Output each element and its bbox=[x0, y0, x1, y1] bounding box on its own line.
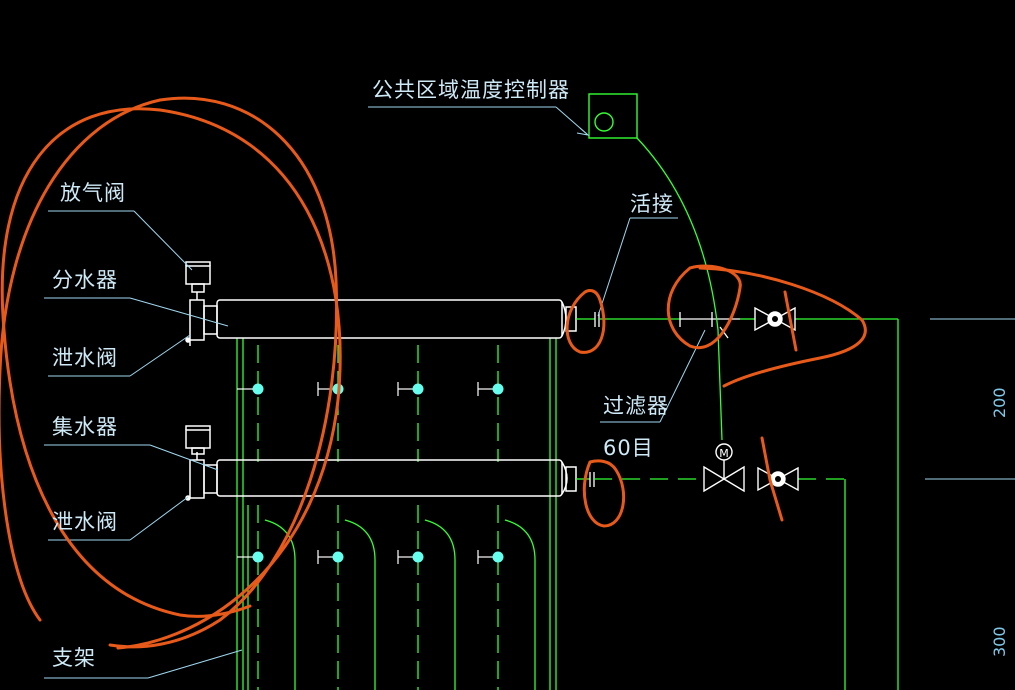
leader-lines bbox=[44, 106, 706, 679]
air-valve-label: 放气阀 bbox=[60, 181, 126, 205]
return-ball-valve bbox=[757, 466, 799, 492]
loop-nodes-upper bbox=[237, 382, 504, 396]
temperature-controller bbox=[588, 93, 723, 441]
return-manifold-label: 集水器 bbox=[52, 415, 118, 439]
union-label: 活接 bbox=[630, 192, 674, 216]
filter-label: 过滤器 bbox=[603, 394, 669, 418]
motor-label: M bbox=[719, 447, 729, 460]
return-manifold bbox=[185, 425, 577, 501]
supply-ball-valve bbox=[754, 306, 796, 332]
supply-manifold-label: 分水器 bbox=[52, 268, 118, 292]
drain-valve-bottom-label: 泄水阀 bbox=[52, 510, 118, 534]
motorized-valve: M bbox=[703, 443, 745, 493]
orange-annotations bbox=[0, 96, 867, 650]
drain-valve-top-label: 泄水阀 bbox=[52, 346, 118, 370]
temp-controller-label: 公共区域温度控制器 bbox=[372, 78, 570, 102]
dimension-upper: 200 bbox=[990, 387, 1009, 418]
supply-manifold bbox=[185, 261, 577, 346]
loop-pipes bbox=[236, 338, 557, 690]
bracket-label: 支架 bbox=[52, 646, 96, 670]
loop-nodes-lower bbox=[237, 550, 504, 564]
filter-mesh-label: 60目 bbox=[603, 436, 654, 460]
dimension-lines bbox=[925, 318, 1015, 480]
dimension-lower: 300 bbox=[990, 626, 1009, 657]
return-line bbox=[576, 472, 846, 690]
